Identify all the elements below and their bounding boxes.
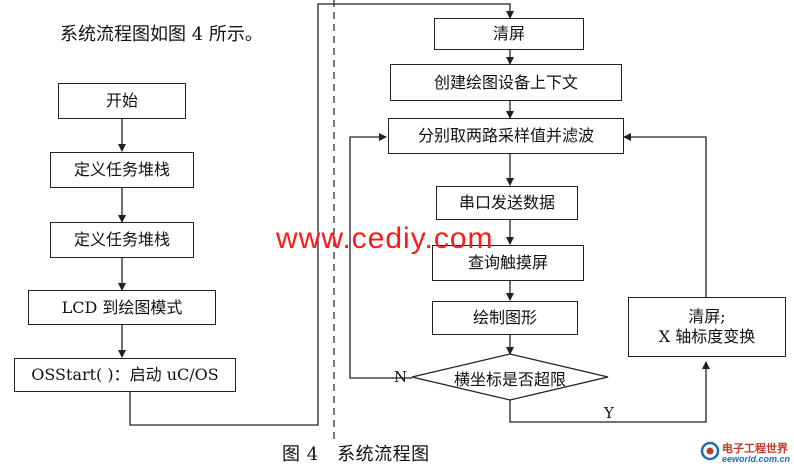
box-lcd-mode: LCD 到绘图模式 <box>28 290 216 325</box>
arrow-reset-to-sample <box>623 133 707 297</box>
reset-line-2: X 轴标度变换 <box>658 327 756 346</box>
decision-label: 横坐标是否超限 <box>453 370 566 389</box>
intro-text: 系统流程图如图 4 所示。 <box>60 24 263 45</box>
eeworld-logo: 电子工程世界 eeworld.com.cn <box>700 438 790 470</box>
label-no: N <box>394 368 408 386</box>
logo-line-2: eeworld.com.cn <box>722 454 791 464</box>
watermark-text: www.cediy.com <box>276 222 494 255</box>
box-create-context: 创建绘图设备上下文 <box>390 64 622 101</box>
box-clear-screen: 清屏 <box>434 18 584 50</box>
link-osstart-to-clear <box>129 3 514 426</box>
reset-line-1: 清屏; <box>688 307 726 326</box>
box-start: 开始 <box>58 83 186 119</box>
figure-caption: 图 4 系统流程图 <box>282 444 430 465</box>
box-draw-shape: 绘制图形 <box>432 301 578 335</box>
box-define-stack-2: 定义任务堆栈 <box>50 222 194 258</box>
arrow-yes-branch <box>509 361 710 423</box>
eeworld-logo-icon <box>700 441 720 461</box>
box-define-stack-1: 定义任务堆栈 <box>50 152 194 188</box>
box-serial-send: 串口发送数据 <box>436 186 578 220</box>
label-yes: Y <box>604 404 614 422</box>
box-reset-scale: 清屏; X 轴标度变换 <box>628 297 786 357</box>
box-osstart: OSStart( )：启动 uC/OS <box>14 358 236 392</box>
box-sample-filter: 分别取两路采样值并滤波 <box>388 118 624 154</box>
decision-diamond <box>411 353 609 401</box>
box-query-touch: 查询触摸屏 <box>432 245 584 281</box>
arrow-no-loop <box>349 133 412 379</box>
logo-line-1: 电子工程世界 <box>722 443 788 455</box>
